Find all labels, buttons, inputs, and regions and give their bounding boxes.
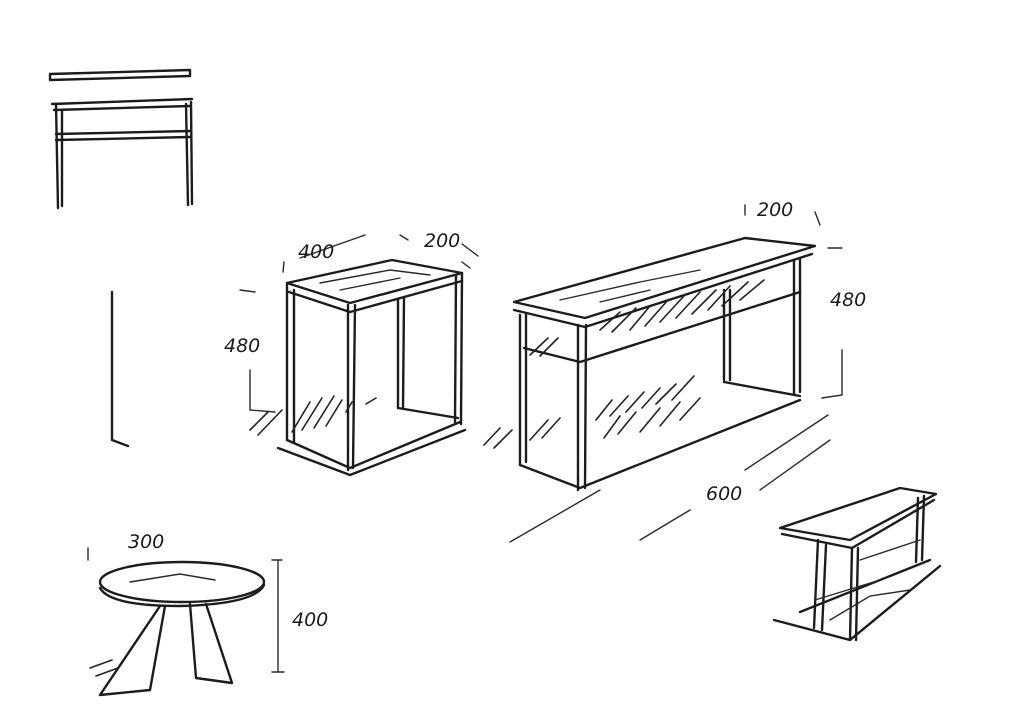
round-table-height-label: 400	[292, 609, 328, 631]
bench-sketch	[772, 486, 942, 642]
cabinet-height-label: 480	[224, 335, 260, 357]
cabinet-width-label: 400	[298, 241, 334, 263]
round-table-diameter-label: 300	[128, 531, 164, 553]
small-cabinet-sketch: 400 200 480	[224, 230, 479, 477]
console-table-sketch: 200 480 600	[483, 199, 866, 543]
cabinet-depth-label: 200	[424, 230, 460, 252]
console-length-label: 600	[706, 483, 742, 505]
console-height-label: 480	[830, 289, 866, 311]
round-table-sketch: 300 400	[87, 531, 328, 697]
console-depth-label: 200	[757, 199, 793, 221]
front-elevation-sketch	[48, 68, 194, 210]
height-guide-line	[110, 290, 130, 448]
